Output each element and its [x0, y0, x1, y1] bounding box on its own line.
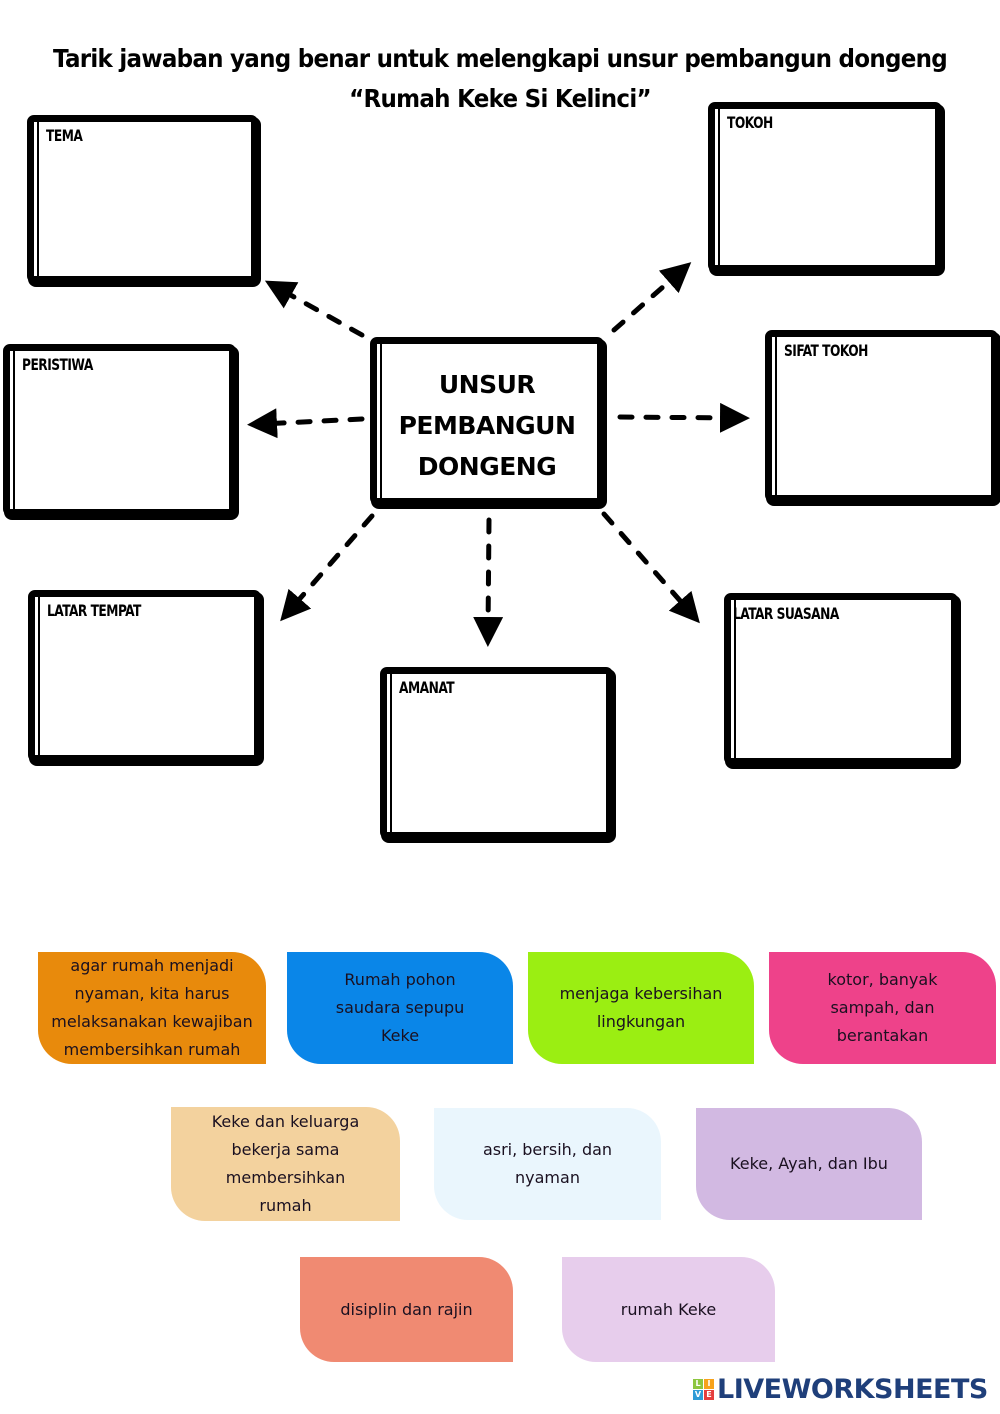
box-label: AMANAT [399, 678, 455, 697]
drop-box-latar-suasana[interactable]: LATAR SUASANA [724, 593, 958, 765]
center-line-3: DONGENG [417, 452, 557, 481]
answer-card-line: nyaman, kita harus [74, 984, 230, 1003]
answer-card[interactable]: Keke, Ayah, dan Ibu [696, 1108, 922, 1220]
drop-box-peristiwa[interactable]: PERISTIWA [3, 344, 236, 516]
arrow-to-amanat [473, 517, 504, 647]
drop-box-amanat[interactable]: AMANAT [380, 667, 613, 839]
answer-card-line: melaksanakan kewajiban [51, 1012, 253, 1031]
story-title: “Rumah Keke Si Kelinci” [349, 84, 651, 113]
arrow-to-peristiwa [247, 408, 365, 439]
box-label: TEMA [46, 126, 83, 145]
center-concept-box: UNSUR PEMBANGUN DONGENG [370, 337, 604, 505]
box-label: LATAR TEMPAT [47, 601, 141, 620]
answer-card-text: disiplin dan rajin [340, 1296, 472, 1324]
instruction-title: Tarik jawaban yang benar untuk melengkap… [53, 44, 948, 73]
answer-card[interactable]: asri, bersih, dan nyaman [434, 1108, 661, 1220]
arrow-to-latar-suasana [601, 511, 700, 624]
box-label: SIFAT TOKOH [784, 341, 868, 360]
answer-card-line: berantakan [836, 1026, 929, 1045]
answer-card-text: asri, bersih, dan nyaman [483, 1136, 612, 1192]
answer-card-line: menjaga kebersihan [559, 984, 723, 1003]
answer-card-line: Keke dan keluarga [211, 1112, 360, 1131]
drop-box-latar-tempat[interactable]: LATAR TEMPAT [28, 590, 261, 762]
box-label: LATAR SUASANA [733, 604, 839, 623]
logo-tile: I [704, 1378, 714, 1389]
brand-name: LIVEWORKSHEETS [717, 1373, 988, 1405]
answer-card[interactable]: kotor, banyak sampah, dan berantakan [769, 952, 996, 1064]
answer-card-line: bekerja sama [231, 1140, 340, 1159]
drop-box-tokoh[interactable]: TOKOH [708, 102, 942, 272]
arrow-to-tokoh [611, 262, 692, 333]
logo-tile: L [693, 1378, 703, 1389]
answer-card-line: Keke, Ayah, dan Ibu [730, 1154, 888, 1173]
answer-card-line: saudara sepupu [335, 998, 465, 1017]
answer-card-line: lingkungan [596, 1012, 686, 1031]
answer-card-text: Keke dan keluarga bekerja sama membersihka… [212, 1108, 360, 1220]
answer-card-line: Keke [380, 1026, 420, 1045]
answer-card-text: rumah Keke [621, 1296, 716, 1324]
answer-card-line: kotor, banyak [827, 970, 938, 989]
arrow-to-latar-tempat [280, 513, 375, 622]
answer-card-line: Rumah pohon [344, 970, 456, 989]
answer-card-line: rumah Keke [620, 1299, 717, 1319]
arrow-to-tema [264, 280, 365, 338]
liveworksheets-logo[interactable]: L I V E LIVEWORKSHEETS [693, 1373, 988, 1405]
answer-card-line: membersihkan [225, 1168, 346, 1187]
answer-card-line: agar rumah menjadi [70, 956, 234, 975]
answer-card[interactable]: menjaga kebersihan lingkungan [528, 952, 754, 1064]
answer-card-line: membersihkan rumah [63, 1040, 241, 1059]
answer-card-text: agar rumah menjadi nyaman, kita harus mela… [51, 952, 252, 1064]
box-label: TOKOH [727, 113, 773, 132]
box-label: PERISTIWA [22, 355, 93, 374]
center-line-2: PEMBANGUN [398, 411, 576, 440]
answer-card-text: kotor, banyak sampah, dan berantakan [828, 966, 938, 1050]
answer-card-text: menjaga kebersihan lingkungan [560, 980, 723, 1036]
answer-card-line: asri, bersih, dan [482, 1140, 613, 1159]
center-line-1: UNSUR [438, 370, 536, 399]
answer-card[interactable]: agar rumah menjadi nyaman, kita harus mela… [38, 952, 266, 1064]
live-tiles-icon: L I V E [693, 1378, 714, 1400]
answer-card-line: sampah, dan [830, 998, 935, 1017]
answer-card-line: nyaman [515, 1168, 580, 1187]
answer-card[interactable]: rumah Keke [562, 1257, 775, 1362]
drop-box-sifat-tokoh[interactable]: SIFAT TOKOH [765, 330, 998, 502]
answer-card-text: Keke, Ayah, dan Ibu [730, 1150, 888, 1178]
arrow-to-sifat-tokoh [617, 402, 750, 433]
answer-card[interactable]: disiplin dan rajin [300, 1257, 513, 1362]
answer-card-line: disiplin dan rajin [340, 1299, 473, 1319]
logo-tile: V [693, 1389, 703, 1400]
drop-box-tema[interactable]: TEMA [27, 115, 258, 283]
answer-card-line: rumah [259, 1196, 312, 1215]
answer-card[interactable]: Keke dan keluarga bekerja sama membersihka… [171, 1107, 400, 1221]
logo-tile: E [704, 1389, 714, 1400]
